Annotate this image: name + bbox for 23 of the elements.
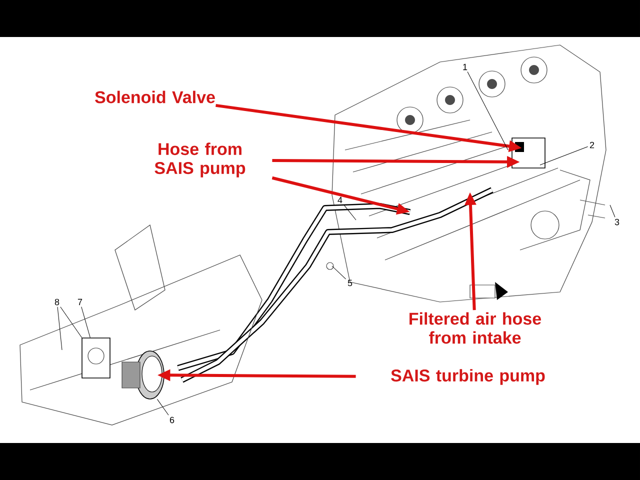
leader-line xyxy=(344,204,356,220)
callout-label: Hose from SAIS pump xyxy=(154,142,246,178)
leader-line xyxy=(467,72,508,150)
callout-label: SAIS turbine pump xyxy=(391,369,545,385)
pump-drawing xyxy=(122,350,164,400)
leader-line xyxy=(540,146,588,166)
plate-drawing xyxy=(82,338,110,378)
callout-number: 6 xyxy=(170,416,174,424)
callout-label: Solenoid Valve xyxy=(95,90,215,104)
callout-number: 3 xyxy=(614,218,620,226)
callout-number: 1 xyxy=(463,64,468,70)
leader-line xyxy=(81,306,90,338)
leader-line xyxy=(332,266,346,280)
callout-number: 8 xyxy=(54,298,60,306)
callout-number: 4 xyxy=(338,196,342,204)
leader-line xyxy=(57,306,62,350)
leader-line xyxy=(610,204,616,218)
callout-number: 7 xyxy=(78,298,82,306)
callout-number: 2 xyxy=(590,142,594,148)
leader-line xyxy=(156,398,169,416)
callout-label: Filtered air hose from intake xyxy=(410,312,542,344)
leader-line xyxy=(60,306,82,338)
callout-number: 5 xyxy=(348,280,352,286)
